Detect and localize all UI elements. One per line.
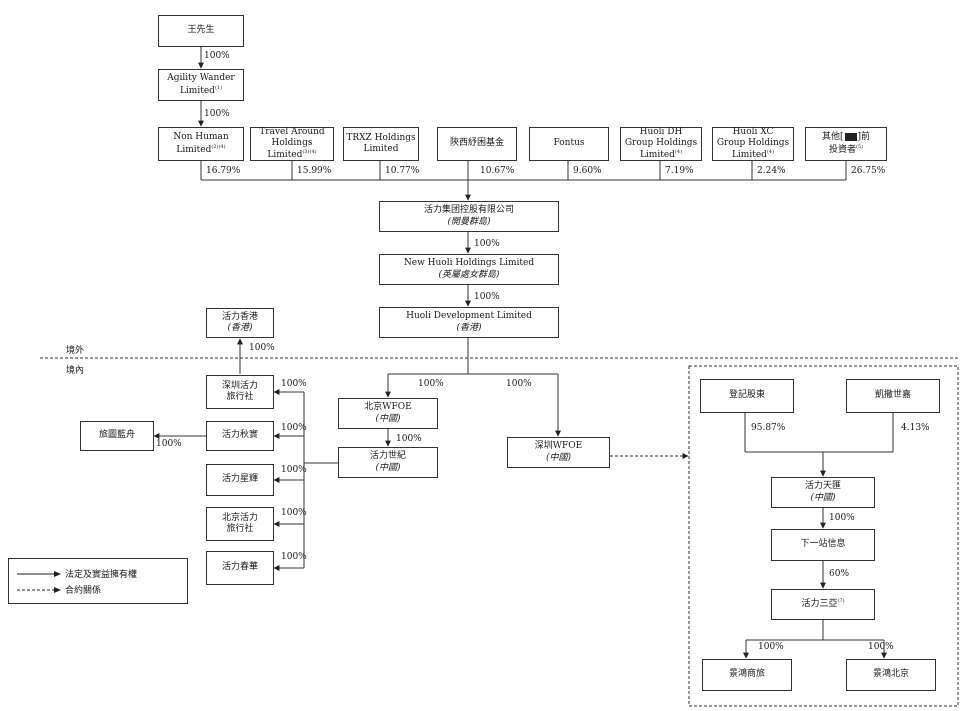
node-bjtravel: 北京活力 旅行社 — [206, 507, 274, 541]
legend-solid: 法定及實益擁有權 — [17, 567, 137, 580]
pct-regsh: 95.87% — [751, 423, 786, 433]
node-huolidh: Huoli DH Group Holdings Limited(4) — [620, 127, 702, 161]
solid-arrow-icon — [17, 570, 61, 577]
pct-huolidh: 7.19% — [665, 166, 694, 176]
node-jhbj: 景鴻北京 — [846, 659, 936, 691]
node-lvtu: 旅圖藍舟 — [80, 421, 154, 451]
pct-huolixc: 2.24% — [757, 166, 786, 176]
node-kaihui: 凱撒世嘉 — [846, 379, 940, 413]
node-nonhuman: Non Human Limited(2)(4) — [158, 127, 244, 161]
node-trxz: TRXZ Holdings Limited — [343, 127, 419, 161]
legend-solid-label: 法定及實益擁有權 — [65, 570, 138, 580]
node-agility: Agility Wander Limited(1) — [158, 69, 244, 101]
pct-group-newhuoli: 100% — [474, 239, 500, 249]
node-fontus: Fontus — [529, 127, 609, 161]
pct-tianxun-xiayizhan: 100% — [829, 513, 855, 523]
node-newhuoli: New Huoli Holdings Limited (英屬處女群島) — [379, 254, 559, 285]
node-szwfoe: 深圳WFOE (中國) — [507, 437, 610, 468]
pct-bjwfoe-shiji: 100% — [396, 434, 422, 444]
pct-sanya-jhbj: 100% — [868, 642, 894, 652]
pct-xiayizhan-sanya: 60% — [829, 569, 850, 579]
node-group: 活力集团控股有限公司 (開曼群島) — [379, 201, 559, 232]
pct-chunhua: 100% — [281, 552, 307, 562]
node-tianxun: 活力天匯 (中國) — [771, 477, 875, 508]
node-xiayizhan: 下一站信息 — [771, 529, 875, 561]
node-huolixc: Huoli XC Group Holdings Limited(4) — [712, 127, 794, 161]
pct-bjtravel: 100% — [281, 508, 307, 518]
legend: 法定及實益擁有權 合約關係 — [8, 558, 188, 604]
node-others: 其他[]前 投資者(5) — [805, 127, 887, 161]
node-shaanxi: 陝西紓困基金 — [437, 127, 517, 161]
node-sztravel: 深圳活力 旅行社 — [206, 375, 274, 409]
pct-qiushi-lvtu: 100% — [156, 439, 182, 449]
legend-dashed: 合約關係 — [17, 583, 101, 596]
pct-hldev-bjwfoe: 100% — [418, 379, 444, 389]
pct-qiushi: 100% — [281, 423, 307, 433]
node-wang: 王先生 — [158, 15, 244, 47]
node-xinghui: 活力星輝 — [206, 464, 274, 496]
pct-hldev-szwfoe: 100% — [506, 379, 532, 389]
pct-wang-agility: 100% — [204, 51, 230, 61]
pct-others: 26.75% — [851, 166, 886, 176]
region-offshore: 境外 — [66, 346, 85, 356]
pct-kaihui: 4.13% — [901, 423, 930, 433]
pct-xinghui: 100% — [281, 465, 307, 475]
node-chunhua: 活力春華 — [206, 551, 274, 585]
node-shiji: 活力世紀 (中國) — [338, 447, 438, 478]
pct-shaanxi: 10.67% — [480, 166, 515, 176]
pct-nonhuman: 16.79% — [206, 166, 241, 176]
node-travel: Travel Around Holdings Limited(3)(4) — [250, 127, 334, 161]
pct-sztravel: 100% — [281, 379, 307, 389]
node-bjwfoe: 北京WFOE (中國) — [338, 398, 438, 429]
node-agility-name: Agility Wander Limited(1) — [167, 73, 235, 96]
pct-hldev-hk: 100% — [249, 343, 275, 353]
pct-sanya-jhsw: 100% — [758, 642, 784, 652]
pct-trxz: 10.77% — [385, 166, 420, 176]
pct-travel: 15.99% — [297, 166, 332, 176]
node-hkhuoli: 活力香港 (香港) — [206, 308, 274, 338]
region-onshore: 境內 — [66, 366, 85, 376]
node-wang-name: 王先生 — [187, 25, 215, 36]
node-jhsw: 景鴻商旅 — [702, 659, 792, 691]
node-sanya: 活力三亞(7) — [771, 589, 875, 620]
legend-dashed-label: 合約關係 — [65, 586, 102, 596]
pct-agility-nonhuman: 100% — [204, 109, 230, 119]
node-qiushi: 活力秋實 — [206, 421, 274, 451]
redacted-block — [844, 132, 857, 141]
pct-fontus: 9.60% — [573, 166, 602, 176]
pct-newhuoli-hldev: 100% — [474, 292, 500, 302]
node-hldev: Huoli Development Limited (香港) — [379, 307, 559, 338]
node-regsh: 登記股東 — [700, 379, 794, 413]
dashed-arrow-icon — [17, 586, 61, 593]
